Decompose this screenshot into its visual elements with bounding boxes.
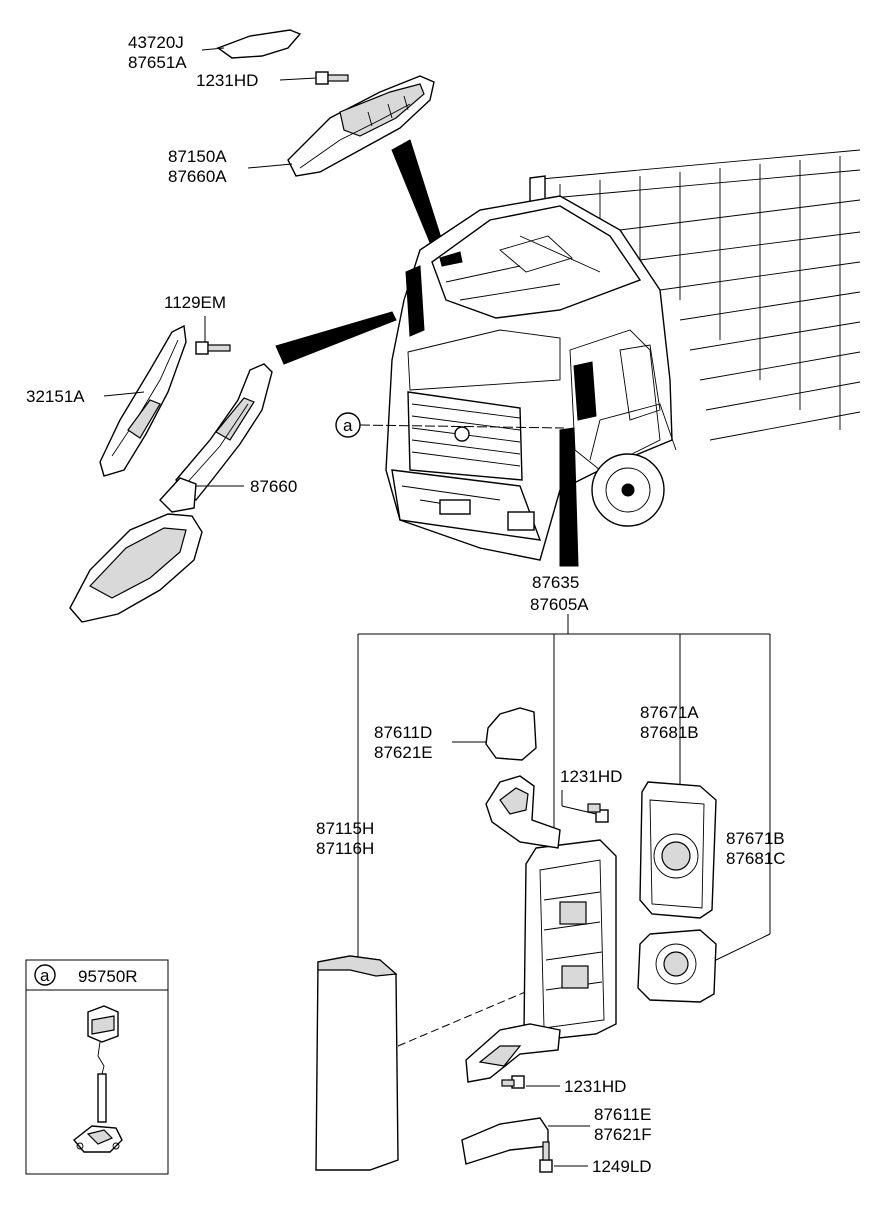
- label-43720J: 43720J: [128, 33, 184, 52]
- label-87116H: 87116H: [316, 839, 374, 858]
- part-bolt-1231HD-top: [315, 71, 349, 85]
- label-callout-a: a: [343, 416, 353, 435]
- part-side-mirror-head: [69, 513, 203, 623]
- part-upper-cover: [216, 29, 302, 59]
- part-mirror-glass-upper: [639, 781, 717, 919]
- label-1231HD-mid: 1231HD: [560, 767, 622, 786]
- truck-illustration: [385, 149, 861, 561]
- part-mirror-back-plate: [465, 775, 617, 1083]
- label-95750R: 95750R: [78, 967, 138, 986]
- leader-lines: [103, 47, 597, 1167]
- label-1231HD-top: 1231HD: [196, 71, 258, 90]
- part-bolt-1231HD-mid: [587, 803, 609, 823]
- label-87660A: 87660A: [168, 167, 227, 186]
- part-screw-1129EM: [195, 341, 231, 355]
- label-inset-a: a: [40, 966, 50, 985]
- label-87150A: 87150A: [168, 147, 227, 166]
- callout-a: [335, 412, 565, 438]
- part-mirror-arm-87660: [159, 363, 273, 513]
- label-87115H: 87115H: [316, 819, 374, 838]
- label-87611D: 87611D: [374, 723, 432, 742]
- part-screw-1249LD: [539, 1141, 553, 1173]
- part-upper-mirror-arm: [287, 75, 435, 177]
- part-cover-87611E: [461, 1117, 549, 1165]
- label-87621F: 87621F: [594, 1125, 652, 1144]
- part-mirror-glass-lower: [637, 929, 717, 1003]
- label-87681C: 87681C: [726, 849, 786, 868]
- label-87621E: 87621E: [374, 743, 433, 762]
- part-bolt-1231HD-low: [501, 1075, 525, 1089]
- label-1231HD-low: 1231HD: [564, 1077, 626, 1096]
- label-87671A: 87671A: [640, 703, 699, 722]
- part-mirror-housing: [315, 955, 531, 1171]
- assembly-bracket-lines: [357, 614, 771, 961]
- label-87611E: 87611E: [594, 1105, 651, 1124]
- part-bracket-32151A: [99, 324, 187, 477]
- pointer-right: [559, 427, 579, 567]
- label-87605A: 87605A: [530, 595, 589, 614]
- label-87681B: 87681B: [640, 723, 699, 742]
- part-cover-87611D: [485, 707, 537, 761]
- label-87660: 87660: [250, 477, 297, 496]
- label-87651A: 87651A: [128, 53, 187, 72]
- inset-box: a 95750R: [25, 959, 169, 1175]
- pointer-left: [275, 311, 397, 365]
- part-sensor-95750R: [72, 1005, 123, 1153]
- label-32151A: 32151A: [26, 387, 85, 406]
- label-1129EM: 1129EM: [164, 293, 226, 312]
- label-1249LD: 1249LD: [592, 1157, 652, 1176]
- label-87635: 87635: [532, 573, 579, 592]
- label-87671B: 87671B: [726, 829, 785, 848]
